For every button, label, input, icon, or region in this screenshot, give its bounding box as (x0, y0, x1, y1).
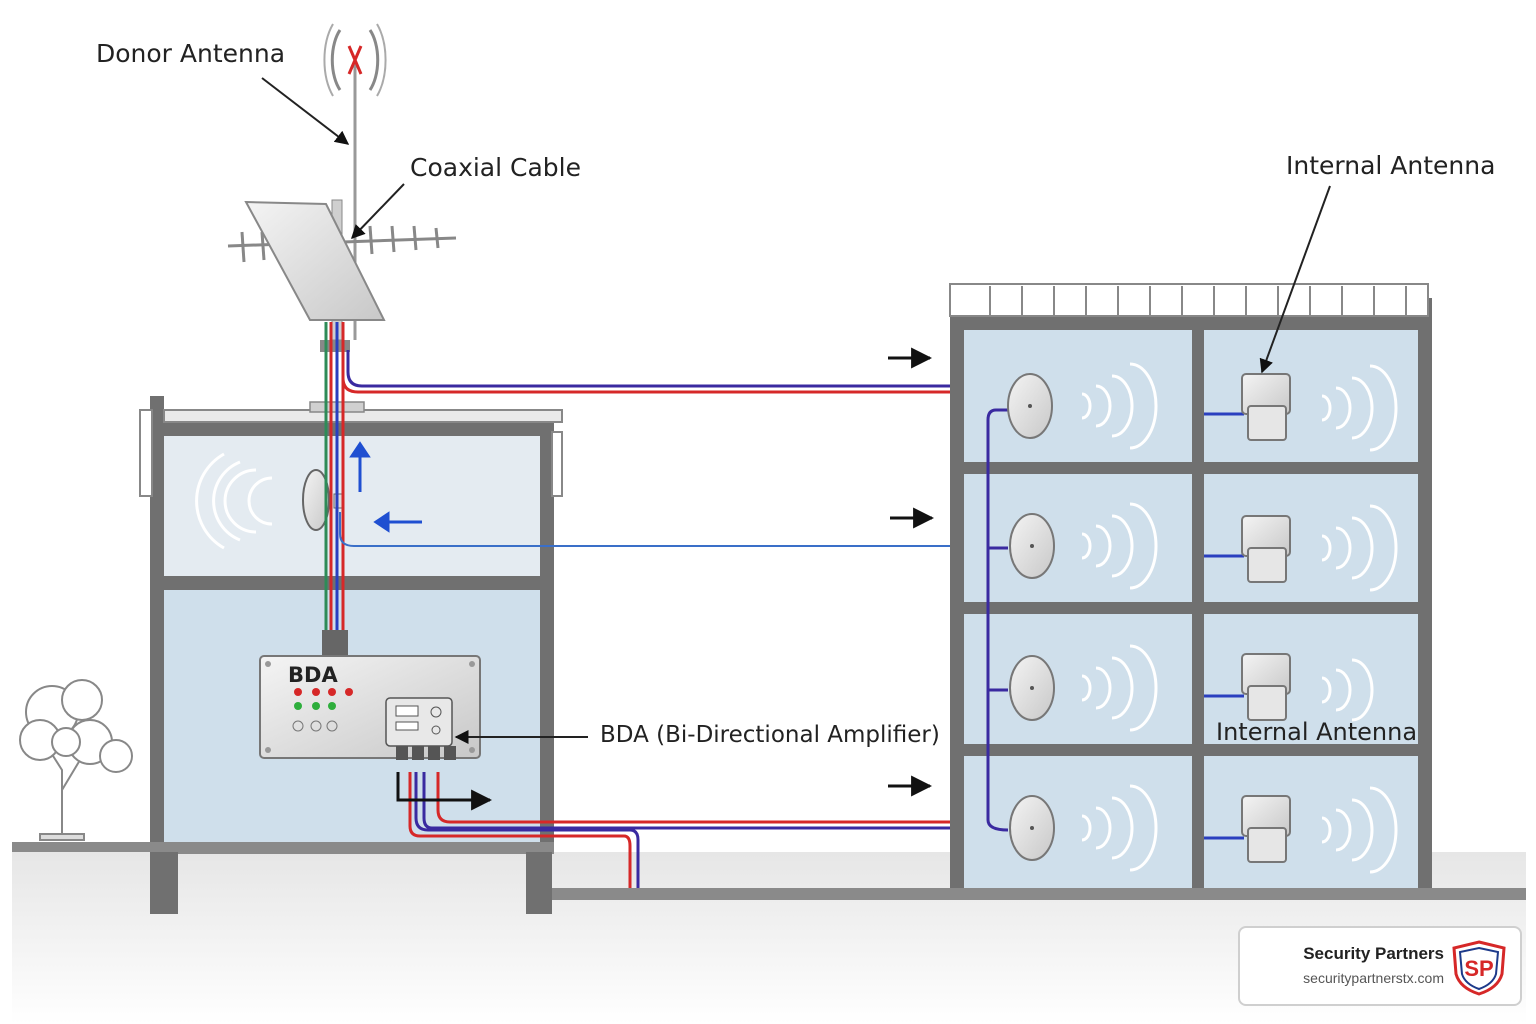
bda-full-label: BDA (Bi-Directional Amplifier) (600, 722, 940, 748)
bda-unit (259, 630, 481, 760)
brand-name: Security Partners (1303, 944, 1444, 963)
donor-antenna-label: Donor Antenna (96, 39, 285, 68)
right-building (949, 283, 1432, 888)
bda-device-label: BDA (288, 663, 338, 687)
panel-antenna-left-icon (302, 469, 345, 531)
internal-antenna-unit-1 (1204, 373, 1291, 441)
signal-waves-right (1081, 362, 1398, 874)
brand-badge: Security Partners securitypartnerstx.com… (1238, 926, 1522, 1006)
donor-antenna-icon (323, 23, 387, 97)
leader-lines (261, 77, 1331, 744)
logo-letters: SP (1464, 956, 1493, 981)
brand-url: securitypartnerstx.com (1303, 970, 1444, 986)
ceiling-antenna-floor-3 (1009, 655, 1055, 721)
coaxial-cable-label: Coaxial Cable (410, 153, 581, 182)
left-building (139, 396, 563, 842)
signal-waves-left (195, 452, 273, 550)
tree-icon (19, 679, 133, 841)
shield-icon: SP (1452, 940, 1506, 996)
riser-cables-right (986, 408, 1010, 832)
floor-arrows (888, 347, 935, 797)
ceiling-antenna-floor-2 (1009, 513, 1055, 579)
internal-antenna-label-mid: Internal Antenna (1216, 718, 1417, 746)
solar-panel-icon (244, 200, 386, 321)
internal-antenna-unit-4 (1204, 795, 1291, 863)
internal-antenna-unit-2 (1204, 515, 1291, 583)
signal-arrows-blue (349, 441, 422, 533)
bda-status-leds (292, 688, 353, 732)
ceiling-antenna-floor-1 (1007, 373, 1053, 439)
internal-antenna-label-top: Internal Antenna (1286, 151, 1495, 180)
ceiling-antenna-floor-4 (1009, 795, 1055, 861)
internal-antenna-unit-3 (1204, 653, 1291, 721)
